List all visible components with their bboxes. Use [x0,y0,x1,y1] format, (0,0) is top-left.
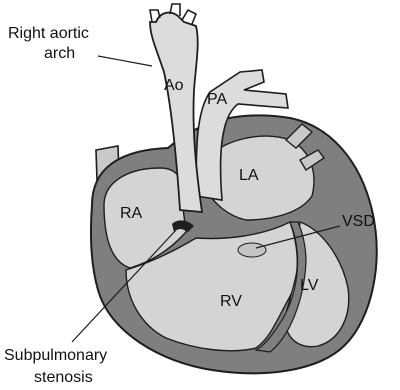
label-pa: PA [207,91,227,108]
label-right-aortic-arch-1: Right aortic [8,25,89,42]
vsd-opening [238,243,266,257]
label-subpulmonary-2: stenosis [34,369,93,386]
label-rv: RV [220,293,242,310]
label-subpulmonary-1: Subpulmonary [4,347,107,364]
label-right-aortic-arch-2: arch [44,45,75,62]
label-lv: LV [300,277,319,294]
label-ao: Ao [164,77,184,94]
label-la: LA [239,167,259,184]
label-vsd: VSD [342,213,375,230]
leader-right-aortic-arch [98,56,152,66]
label-ra: RA [120,205,143,222]
